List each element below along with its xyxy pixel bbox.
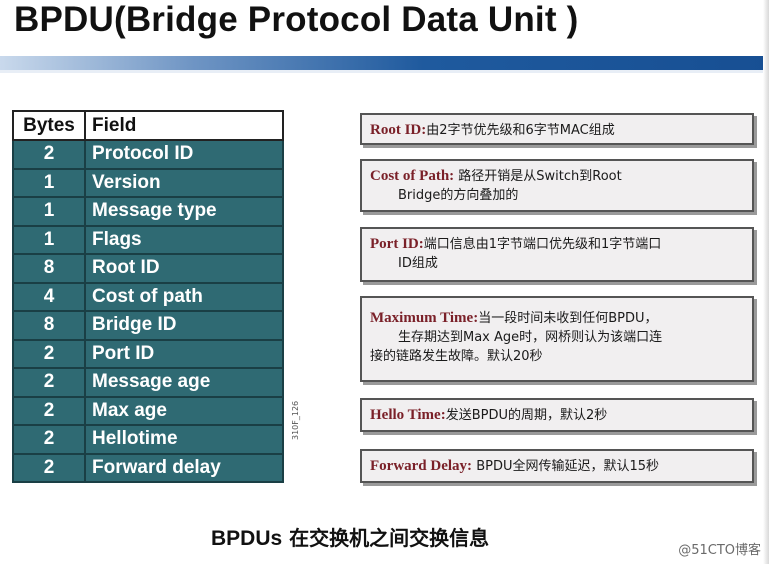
cell-bytes: 2	[12, 139, 86, 170]
note-text: 发送BPDU的周期，默认2秒	[445, 408, 608, 423]
cell-bytes: 8	[12, 310, 86, 341]
cell-field: Hellotime	[84, 424, 284, 455]
slide-code-stamp: 310F_126	[291, 400, 300, 440]
header-stripe-shadow	[0, 70, 769, 73]
slide-caption: BPDUs 在交换机之间交换信息	[211, 522, 489, 551]
cell-bytes: 1	[12, 167, 86, 198]
caption-text: 在交换机之间交换信息	[282, 526, 490, 550]
note-key: Root ID:	[370, 122, 427, 138]
cell-field: Message type	[84, 196, 284, 227]
cell-field: Version	[84, 167, 284, 198]
cell-field: Root ID	[84, 253, 284, 284]
note-text: 接的链路发生故障。默认20秒	[370, 349, 543, 364]
cell-field: Flags	[84, 224, 284, 255]
note-text: 当一段时间未收到任何BPDU，	[478, 311, 658, 326]
cell-bytes: 2	[12, 367, 86, 398]
note-text: 端口信息由1字节端口优先级和1字节端口	[423, 237, 662, 252]
header-stripe	[0, 56, 769, 70]
note-port-id: Port ID:端口信息由1字节端口优先级和1字节端口 ID组成	[360, 227, 754, 282]
cell-field: Forward delay	[84, 452, 284, 483]
column-header-bytes: Bytes	[12, 110, 86, 141]
note-key: Maximum Time:	[370, 310, 479, 326]
note-forward-delay: Forward Delay: BPDU全网传输延迟，默认15秒	[360, 449, 754, 483]
cell-bytes: 1	[12, 196, 86, 227]
cell-field: Bridge ID	[84, 310, 284, 341]
cell-field: Cost of path	[84, 281, 284, 312]
note-text: 由2字节优先级和6字节MAC组成	[426, 123, 615, 138]
cell-field: Port ID	[84, 338, 284, 369]
slide-title: BPDU(Bridge Protocol Data Unit )	[14, 0, 579, 39]
cell-field: Message age	[84, 367, 284, 398]
note-text: 生存期达到Max Age时，网桥则认为该端口连	[398, 330, 663, 345]
cell-bytes: 2	[12, 395, 86, 426]
note-text: Bridge的方向叠加的	[398, 188, 519, 203]
watermark: @51CTO博客	[678, 543, 761, 558]
note-key: Forward Delay:	[370, 458, 473, 474]
note-maximum-time: Maximum Time:当一段时间未收到任何BPDU， 生存期达到Max Ag…	[360, 296, 754, 382]
cell-bytes: 2	[12, 452, 86, 483]
cell-bytes: 8	[12, 253, 86, 284]
cell-bytes: 2	[12, 424, 86, 455]
cell-bytes: 1	[12, 224, 86, 255]
cell-bytes: 2	[12, 338, 86, 369]
note-cost-of-path: Cost of Path: 路径开销是从Switch到Root Bridge的方…	[360, 159, 754, 212]
note-key: Cost of Path:	[370, 168, 455, 184]
note-root-id: Root ID:由2字节优先级和6字节MAC组成	[360, 113, 754, 145]
cell-field: Protocol ID	[84, 139, 284, 170]
note-hello-time: Hello Time:发送BPDU的周期，默认2秒	[360, 398, 754, 432]
note-key: Hello Time:	[370, 407, 446, 423]
cell-field: Max age	[84, 395, 284, 426]
note-text: BPDU全网传输延迟，默认15秒	[472, 459, 660, 474]
column-header-field: Field	[84, 110, 284, 141]
page-edge	[763, 0, 769, 564]
table-header-row: Bytes Field	[12, 110, 284, 141]
cell-bytes: 4	[12, 281, 86, 312]
note-text: 路径开销是从Switch到Root	[454, 169, 622, 184]
note-key: Port ID:	[370, 236, 424, 252]
caption-prefix: BPDUs	[211, 527, 283, 550]
note-text: ID组成	[398, 256, 438, 271]
